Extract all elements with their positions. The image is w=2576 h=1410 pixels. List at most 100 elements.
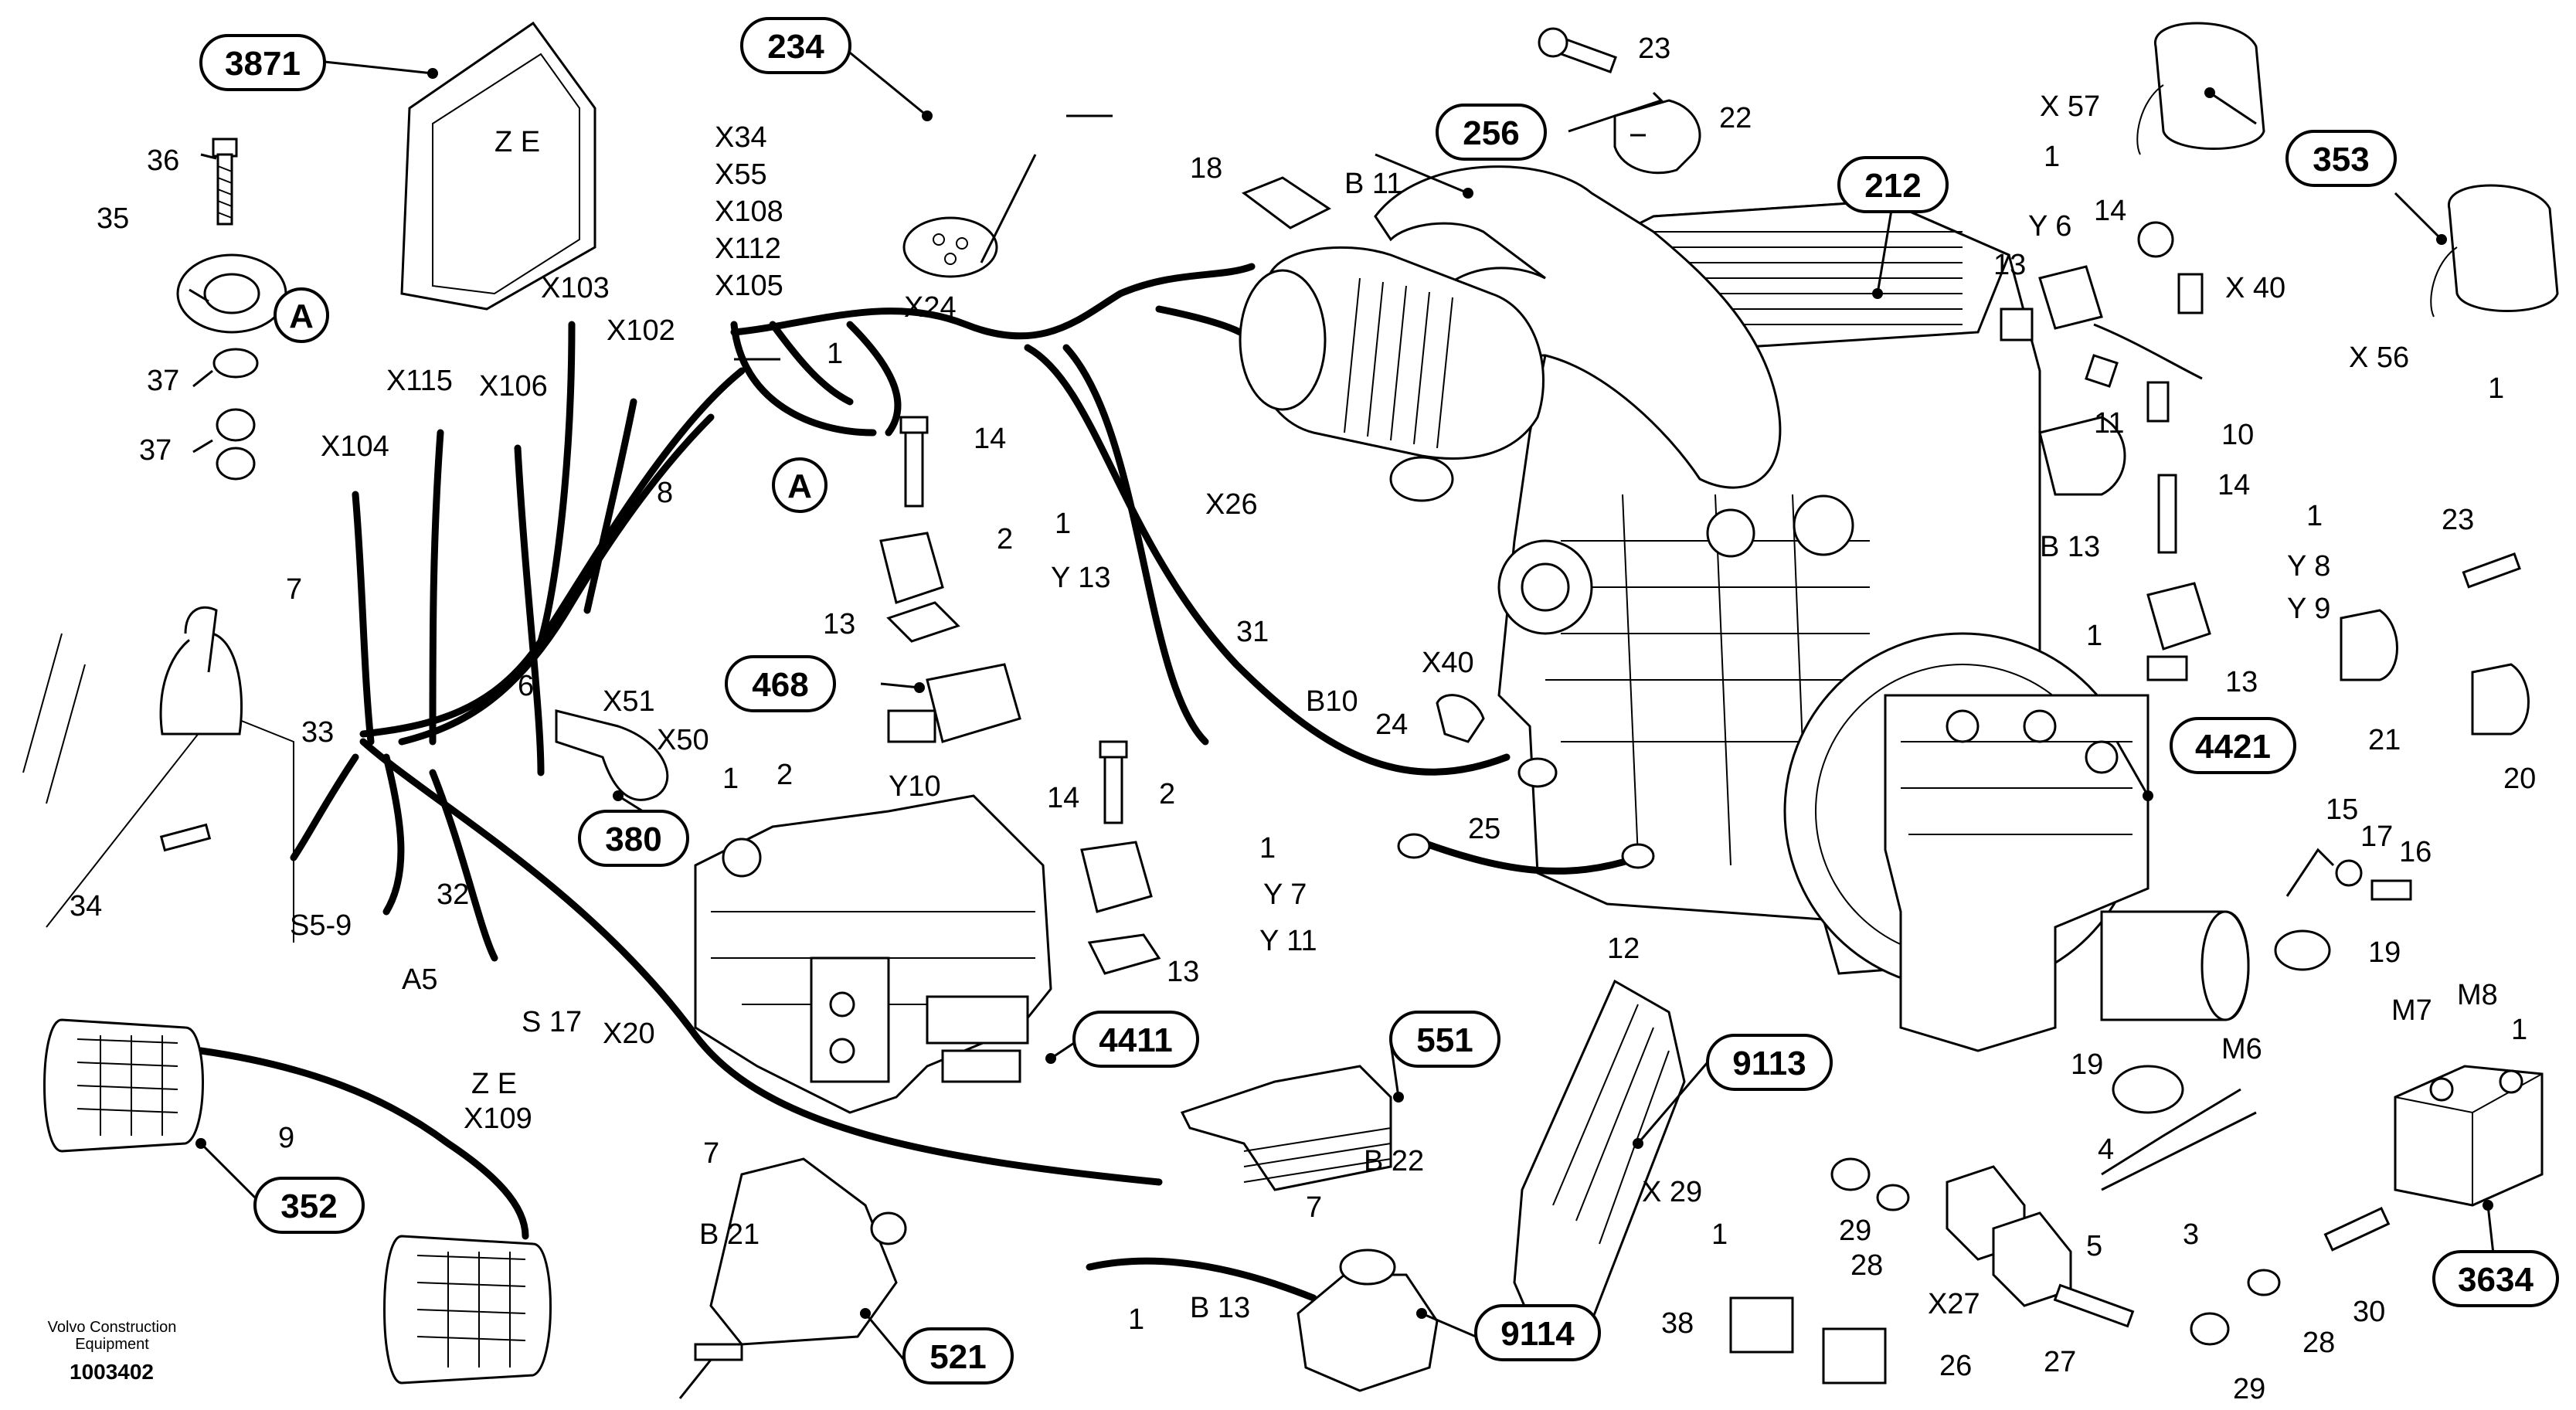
svg-text:M7: M7 (2391, 994, 2432, 1027)
svg-text:X50: X50 (657, 724, 709, 756)
svg-text:9113: 9113 (1732, 1045, 1806, 1082)
solenoid-y13 (879, 416, 960, 643)
group-ref-9114[interactable]: 9114 (1474, 1304, 1601, 1361)
brand-line-2: Equipment (75, 1336, 149, 1353)
svg-text:4: 4 (2098, 1133, 2114, 1166)
detail-marker-a-top[interactable]: A (274, 287, 329, 343)
label-ze-box: Z E (494, 126, 540, 158)
svg-text:Y 7: Y 7 (1263, 878, 1307, 911)
svg-text:29: 29 (1839, 1215, 1871, 1247)
svg-text:3871: 3871 (225, 45, 301, 83)
group-ref-521[interactable]: 521 (902, 1327, 1014, 1385)
svg-text:19: 19 (2071, 1048, 2103, 1081)
svg-text:2: 2 (777, 759, 793, 791)
svg-text:X26: X26 (1205, 488, 1258, 521)
ground-cable-12 (1397, 833, 1655, 875)
svg-text:X 29: X 29 (1642, 1176, 1702, 1208)
svg-text:353: 353 (2313, 141, 2369, 178)
svg-text:13: 13 (2225, 666, 2258, 698)
group-ref-4421[interactable]: 4421 (2170, 717, 2296, 774)
group-ref-468[interactable]: 468 (725, 655, 836, 712)
svg-text:2: 2 (1159, 778, 1175, 810)
bolt-36 (212, 138, 238, 226)
svg-text:12: 12 (1607, 933, 1640, 965)
svg-text:B 13: B 13 (1190, 1292, 1250, 1324)
valve-9114 (1296, 1249, 1439, 1392)
svg-text:8: 8 (657, 477, 673, 509)
svg-text:Y 13: Y 13 (1051, 562, 1110, 594)
group-ref-3871[interactable]: 3871 (199, 34, 326, 91)
group-ref-234[interactable]: 234 (740, 17, 851, 74)
svg-text:Y 6: Y 6 (2028, 210, 2071, 243)
parts-15-16-17-19 (2274, 848, 2412, 971)
svg-text:B10: B10 (1306, 685, 1358, 718)
group-ref-212[interactable]: 212 (1837, 156, 1949, 213)
svg-text:1: 1 (1259, 832, 1276, 865)
svg-text:Y 8: Y 8 (2287, 550, 2330, 583)
svg-text:X102: X102 (607, 314, 675, 347)
svg-text:X106: X106 (479, 370, 548, 403)
svg-text:9114: 9114 (1500, 1315, 1575, 1353)
svg-text:Y10: Y10 (889, 770, 941, 803)
svg-text:13: 13 (1993, 249, 2026, 281)
svg-text:13: 13 (823, 608, 855, 640)
unit-3634 (2394, 1065, 2544, 1207)
svg-text:23: 23 (1638, 32, 1670, 65)
svg-text:5: 5 (2086, 1230, 2102, 1262)
svg-text:X108: X108 (715, 195, 783, 228)
bracket-y8-y9 (2038, 416, 2211, 681)
solenoid-468 (887, 663, 1021, 743)
svg-text:S5-9: S5-9 (290, 909, 352, 942)
svg-text:17: 17 (2360, 821, 2393, 853)
svg-text:16: 16 (2399, 836, 2432, 868)
main-harness (197, 263, 1511, 1302)
svg-text:14: 14 (1047, 782, 1079, 814)
svg-text:11: 11 (2094, 407, 2124, 440)
valve-521 (678, 1157, 907, 1399)
operator-console (22, 606, 294, 943)
svg-text:3: 3 (2183, 1218, 2199, 1251)
svg-text:38: 38 (1661, 1307, 1694, 1340)
svg-text:10: 10 (2221, 419, 2254, 451)
svg-text:B 22: B 22 (1364, 1145, 1424, 1177)
svg-text:X20: X20 (603, 1018, 655, 1050)
svg-text:A: A (289, 297, 314, 335)
group-ref-256[interactable]: 256 (1436, 104, 1547, 161)
svg-text:X24: X24 (904, 291, 957, 324)
cover-551 (1180, 1065, 1392, 1191)
svg-text:22: 22 (1719, 102, 1752, 134)
sensor-380 (555, 709, 669, 801)
group-ref-353[interactable]: 353 (2285, 130, 2397, 187)
pedal-9113 (1513, 979, 1686, 1338)
washers-37 (212, 348, 259, 481)
svg-text:1: 1 (1711, 1218, 1728, 1251)
detail-marker-a-mid[interactable]: A (772, 457, 828, 513)
svg-text:14: 14 (2094, 195, 2126, 227)
brand-line-1: Volvo Construction (48, 1319, 177, 1336)
svg-text:X 56: X 56 (2349, 341, 2409, 374)
group-ref-4411[interactable]: 4411 (1072, 1011, 1199, 1068)
group-ref-551[interactable]: 551 (1389, 1011, 1500, 1068)
group-ref-380[interactable]: 380 (578, 810, 689, 867)
svg-text:A5: A5 (402, 963, 437, 996)
svg-text:24: 24 (1375, 708, 1408, 741)
svg-text:7: 7 (1306, 1191, 1322, 1224)
group-ref-9113[interactable]: 9113 (1706, 1034, 1833, 1091)
svg-text:23: 23 (2442, 504, 2474, 536)
svg-text:1: 1 (2086, 620, 2102, 652)
svg-text:37: 37 (147, 365, 179, 397)
lamp-353 (2136, 22, 2559, 318)
doc-number: 1003402 (70, 1360, 154, 1384)
svg-text:1: 1 (827, 338, 843, 370)
svg-text:4421: 4421 (2195, 728, 2271, 766)
group-ref-3634[interactable]: 3634 (2432, 1250, 2559, 1307)
svg-text:1: 1 (1055, 508, 1071, 540)
svg-text:1: 1 (2511, 1014, 2527, 1046)
ecu-ze (400, 21, 596, 311)
svg-text:35: 35 (97, 202, 129, 235)
svg-text:234: 234 (767, 28, 824, 66)
grommet-234 (902, 216, 998, 278)
group-ref-352[interactable]: 352 (253, 1177, 365, 1234)
svg-text:1: 1 (2488, 372, 2504, 405)
svg-text:B 13: B 13 (2040, 531, 2100, 563)
